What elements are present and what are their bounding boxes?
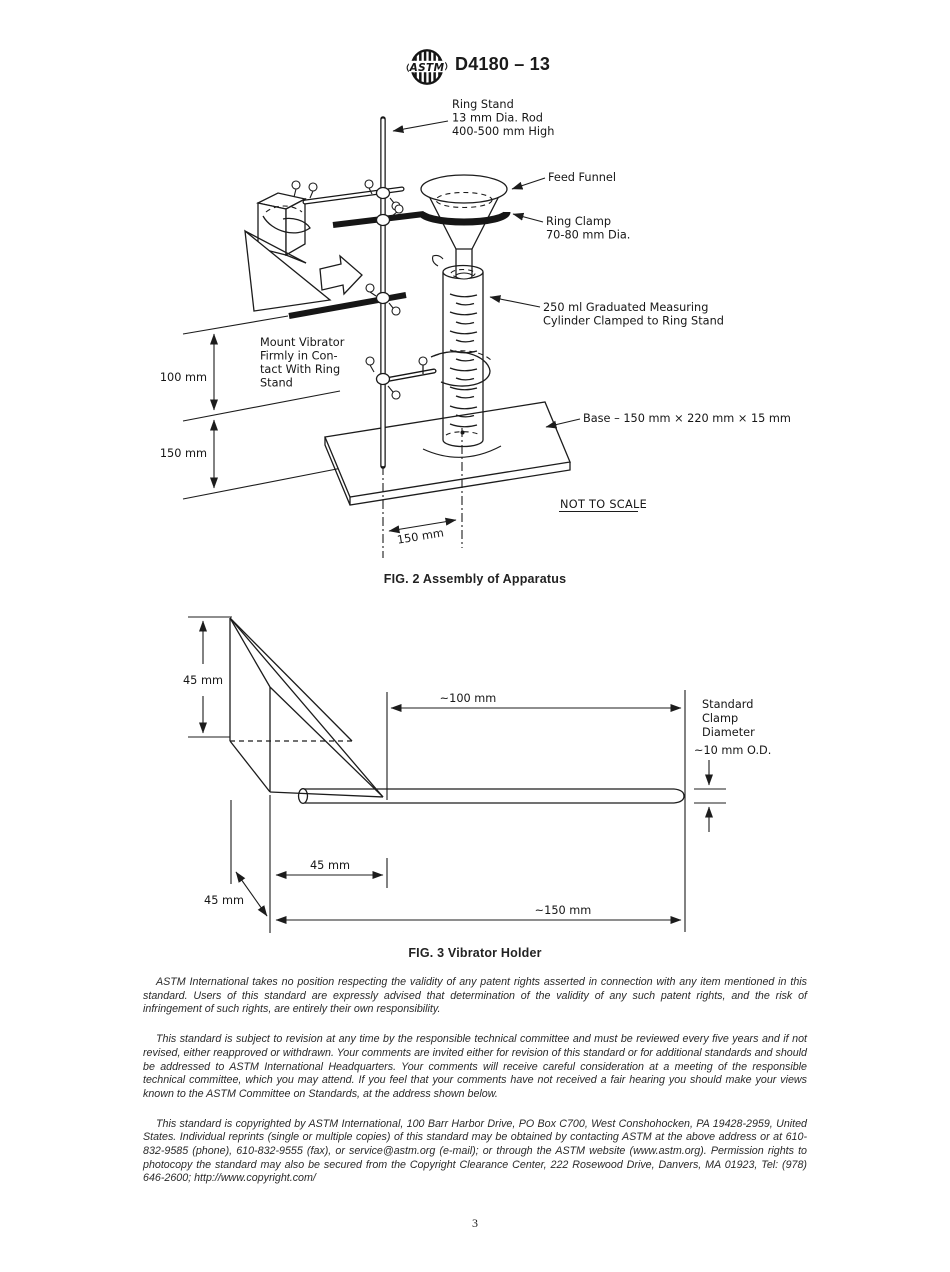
astm-logo-text: ASTM (409, 62, 445, 74)
base-plate (324, 401, 571, 506)
cylinder-label-1: 250 ml Graduated Measuring (543, 301, 708, 314)
fig3-caption: FIG. 3 Vibrator Holder (408, 946, 542, 960)
page-number: 3 (472, 1216, 478, 1230)
holder-rod (297, 788, 685, 804)
not-to-scale-label: NOT TO SCALE (560, 498, 647, 511)
fig3-left-dim: 45 mm (183, 616, 232, 738)
ring-stand-label-1: Ring Stand (452, 98, 514, 111)
top-clamp-cross-rod (302, 179, 405, 211)
patent-notice-paragraph: ASTM International takes no position res… (143, 976, 807, 1016)
clamp-label-3: Diameter (702, 726, 755, 739)
mount-vibrator-label-4: Stand (260, 377, 293, 390)
mount-vibrator-label-2: Firmly in Con- (260, 350, 338, 363)
feed-funnel-group (332, 174, 511, 280)
mount-vibrator-label-1: Mount Vibrator (260, 336, 345, 349)
cylinder-clamp (365, 350, 494, 400)
fig2-caption: FIG. 2 Assembly of Apparatus (383, 572, 567, 586)
feed-funnel-label: Feed Funnel (548, 171, 616, 184)
copyright-notice-paragraph: This standard is copyrighted by ASTM Int… (143, 1117, 807, 1185)
fig3-bottom-dims: 45 mm 45 mm ~150 mm (204, 795, 682, 933)
legal-notices: ASTM International takes no position res… (143, 976, 807, 1202)
dim-45mm-mid-label: 45 mm (310, 859, 350, 872)
clamp-label-1: Standard (702, 698, 753, 711)
dim-100mm-label: ~100 mm (440, 692, 497, 705)
page-title: D4180 – 13 (455, 54, 551, 74)
od-label: ~10 mm O.D. (694, 744, 771, 757)
dim-150mm-bottom-label: 150 mm (396, 526, 445, 546)
fig2-callouts: Ring Stand 13 mm Dia. Rod 400-500 mm Hig… (260, 98, 791, 513)
fig3-vibrator-holder-drawing: 45 mm ~100 mm (183, 616, 771, 933)
ring-clamp-label-1: Ring Clamp (546, 215, 611, 228)
fig3-clamp-dim: Standard Clamp Diameter ~10 mm O.D. (694, 698, 771, 832)
fig3-100mm-dim: ~100 mm (386, 690, 686, 932)
graduated-cylinder (432, 254, 484, 448)
dim-150mm-left-label: 150 mm (160, 447, 207, 460)
revision-notice-paragraph: This standard is subject to revision at … (143, 1033, 807, 1100)
dim-100mm-label: 100 mm (160, 371, 207, 384)
ring-clamp-label-2: 70-80 mm Dia. (546, 229, 630, 242)
vibrator-block (244, 180, 407, 319)
dim-45mm-diag-label: 45 mm (204, 894, 244, 907)
fig2-assembly-drawing: 100 mm 150 mm (160, 98, 791, 558)
base-label: Base – 150 mm × 220 mm × 15 mm (583, 412, 791, 425)
dim-150mm-label: ~150 mm (535, 904, 592, 917)
ring-stand-label-3: 400-500 mm High (452, 125, 554, 138)
ring-stand-label-2: 13 mm Dia. Rod (452, 112, 543, 125)
cylinder-label-2: Cylinder Clamped to Ring Stand (543, 315, 724, 328)
astm-logo-icon: ASTM (406, 49, 448, 85)
wedge-outline (229, 617, 384, 798)
clamp-label-2: Clamp (702, 712, 738, 725)
fig2-dimension-lines: 100 mm 150 mm (160, 315, 348, 500)
mount-vibrator-label-3: tact With Ring (260, 363, 340, 376)
dim-45mm-left-label: 45 mm (183, 674, 223, 687)
